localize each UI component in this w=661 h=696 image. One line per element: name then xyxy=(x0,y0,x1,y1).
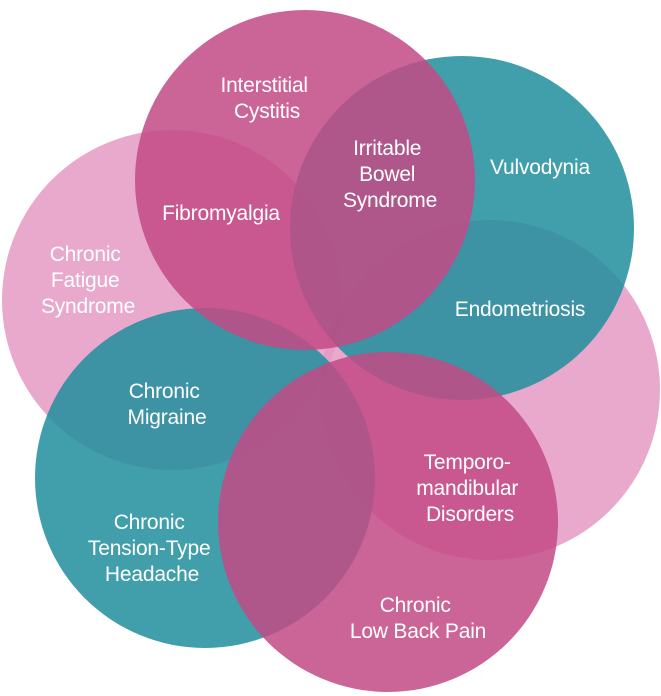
circle-layer xyxy=(2,10,660,692)
label-layer: Interstitial Cystitis Irritable Bowel Sy… xyxy=(41,74,591,643)
label-temporomandibular-disorders: Temporo- mandibular Disorders xyxy=(416,451,524,526)
label-fibromyalgia: Fibromyalgia xyxy=(162,202,280,225)
label-vulvodynia: Vulvodynia xyxy=(490,156,590,179)
label-chronic-migraine: Chronic Migraine xyxy=(128,380,207,429)
label-chronic-tension-type-headache: Chronic Tension-Type Headache xyxy=(88,511,216,586)
label-irritable-bowel-syndrome: Irritable Bowel Syndrome xyxy=(343,137,437,212)
label-chronic-low-back-pain: Chronic Low Back Pain xyxy=(350,594,486,643)
label-endometriosis: Endometriosis xyxy=(455,298,585,321)
circle-interstitial-cystitis xyxy=(135,10,475,350)
label-interstitial-cystitis: Interstitial Cystitis xyxy=(220,74,313,123)
label-chronic-fatigue-syndrome: Chronic Fatigue Syndrome xyxy=(41,243,135,318)
circle-temporomandibular-disorders xyxy=(218,352,558,692)
